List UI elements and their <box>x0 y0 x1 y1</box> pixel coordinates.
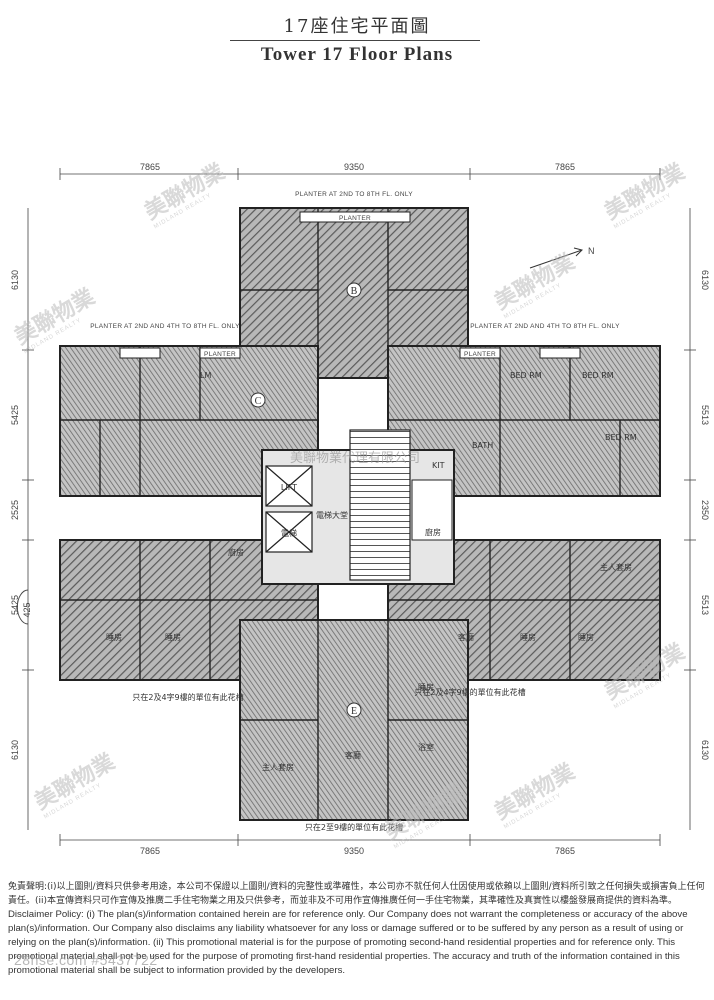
lift-label: LIFT <box>281 483 297 492</box>
lift-lobby-label: 電梯大堂 <box>316 510 348 520</box>
room-kit: KIT <box>432 461 445 470</box>
dim-right-4: 5513 <box>700 595 710 615</box>
room-lm: LM <box>200 371 211 380</box>
room-kitchen-west: 廚房 <box>228 547 244 557</box>
planter-note-right: PLANTER AT 2ND AND 4TH TO 8TH FL. ONLY <box>470 323 620 330</box>
site-watermark: 28hse.com #5437722 <box>14 952 158 968</box>
room-bed-2: BED RM <box>582 371 614 380</box>
planter-strips <box>119 211 581 359</box>
room-bath-south: 浴室 <box>418 742 434 752</box>
plan-title-chinese: 17座住宅平面圖 <box>283 16 431 37</box>
title-divider <box>230 40 480 41</box>
dim-bottom-1: 7865 <box>140 846 160 856</box>
plan-title-english: Tower 17 Floor Plans <box>260 44 454 65</box>
dim-right-1: 6130 <box>700 270 710 290</box>
planter-note-left: PLANTER AT 2ND AND 4TH TO 8TH FL. ONLY <box>90 323 240 330</box>
watermark-brand: 美聯物業 <box>600 158 690 225</box>
svg-text:425: 425 <box>22 602 32 617</box>
watermark-brand: 美聯物業 <box>10 283 100 350</box>
disclaimer-english: Disclaimer Policy: (i) The plan(s)/infor… <box>8 909 688 976</box>
room-living-east: 客廳 <box>458 632 474 642</box>
room-kitchen-east: 廚房 <box>425 527 441 537</box>
planter-note-lower-left: 只在2及4字9樓的單位有此花槽 <box>132 692 243 702</box>
watermark-brand: 美聯物業 <box>490 248 580 315</box>
dim-right-3: 2350 <box>700 500 710 520</box>
dim-left-1: 6130 <box>10 270 20 290</box>
column-marker: 425 <box>16 589 32 625</box>
dim-left-2: 5425 <box>10 405 20 425</box>
dim-left-5: 6130 <box>10 740 20 760</box>
refuse-room <box>411 479 453 541</box>
dim-bottom-2: 9350 <box>344 846 364 856</box>
room-master-east: 主人套房 <box>600 562 632 572</box>
staircase <box>349 429 411 581</box>
north-arrow <box>529 247 583 269</box>
room-bed-east-2: 睡房 <box>578 632 594 642</box>
dim-right-5: 6130 <box>700 740 710 760</box>
dim-top-2: 9350 <box>344 162 364 172</box>
dim-bottom-3: 7865 <box>555 846 575 856</box>
planter-label-left: PLANTER <box>204 351 236 358</box>
room-bed-3: BED RM <box>605 433 637 442</box>
flat-markers <box>250 282 362 718</box>
internal-walls <box>60 208 660 820</box>
flat-label-e: E <box>351 706 357 717</box>
dim-top-1: 7865 <box>140 162 160 172</box>
lift-shafts <box>265 465 313 553</box>
room-master-south: 主人套房 <box>262 762 294 772</box>
dim-right-2: 5513 <box>700 405 710 425</box>
planter-label-right: PLANTER <box>464 351 496 358</box>
room-living-south: 客廳 <box>345 750 361 760</box>
room-bed-east-1: 睡房 <box>520 632 536 642</box>
disclaimer-chinese: 免責聲明:(i)以上圖則/資料只供參考用途，本公司不保證以上圖則/資料的完整性或… <box>8 882 705 906</box>
lift-label-chinese: 電梯 <box>281 528 297 538</box>
dim-left-3: 2525 <box>10 500 20 520</box>
dim-top-3: 7865 <box>555 162 575 172</box>
room-bed-south: 睡房 <box>418 682 434 692</box>
planter-note-lower-right: 只在2及4字9樓的單位有此花槽 <box>414 687 525 697</box>
room-bed-west-1: 睡房 <box>106 632 122 642</box>
watermark-brand: 美聯物業 <box>490 758 580 825</box>
north-arrow-label: N <box>588 246 595 256</box>
room-bed-west-2: 睡房 <box>165 632 181 642</box>
planter-note-bottom: 只在2至9樓的單位有此花槽 <box>305 822 403 832</box>
flat-label-c: C <box>255 396 262 407</box>
watermark-brand: 美聯物業 <box>30 748 120 815</box>
building-wings <box>59 207 661 821</box>
disclaimer-block: 免責聲明:(i)以上圖則/資料只供參考用途，本公司不保證以上圖則/資料的完整性或… <box>8 880 708 978</box>
flat-label-b: B <box>351 286 358 297</box>
planter-note-top: PLANTER AT 2ND TO 8TH FL. ONLY <box>295 191 413 198</box>
room-bed-1: BED RM <box>510 371 542 380</box>
watermark-agency: 美聯物業代理有限公司 <box>290 450 420 466</box>
room-bath: BATH <box>472 441 493 450</box>
dim-left-4: 5425 <box>10 595 20 615</box>
dimension-lines <box>22 168 696 846</box>
planter-label-top: PLANTER <box>339 215 371 222</box>
floor-plan: 7865 9350 7865 7865 9350 7865 6130 5425 … <box>10 158 710 856</box>
